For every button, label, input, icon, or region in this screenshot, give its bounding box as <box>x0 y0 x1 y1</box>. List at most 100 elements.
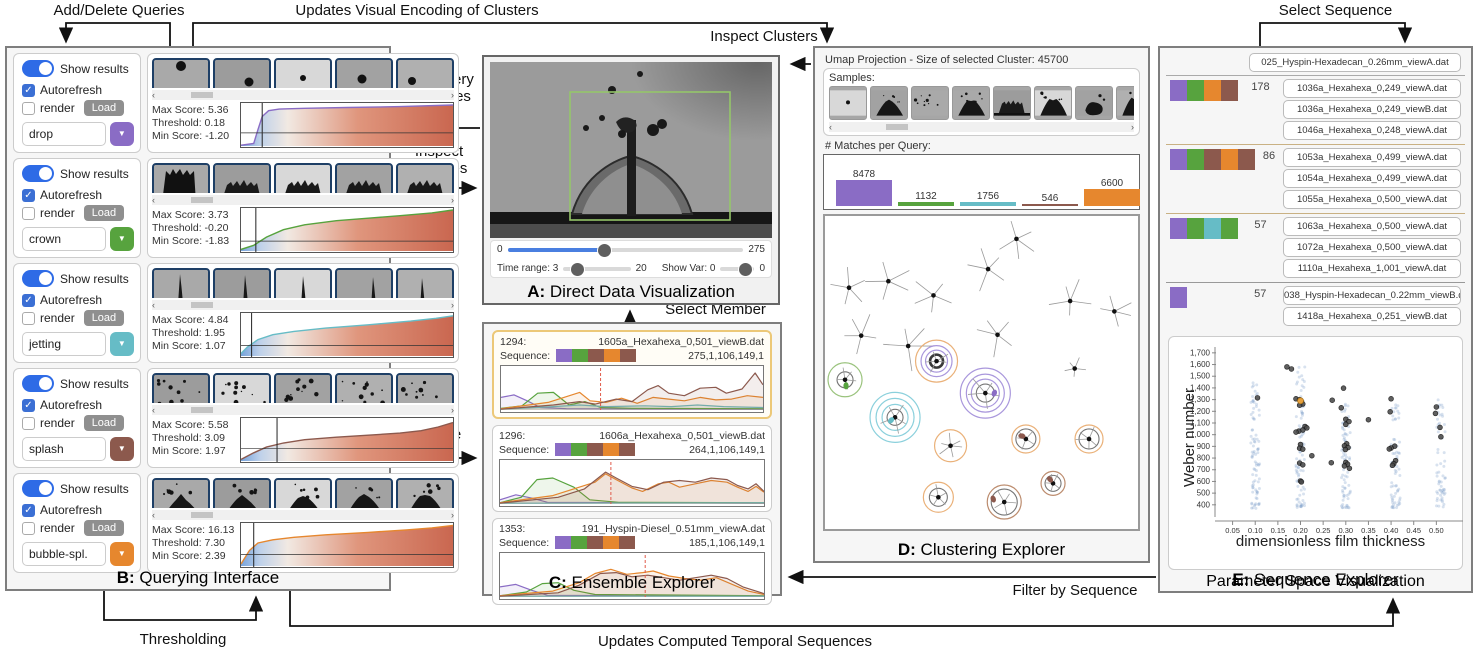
query-thumbnail[interactable] <box>152 268 210 298</box>
score-distribution-chart[interactable] <box>240 417 454 463</box>
scroll-left-icon[interactable]: ‹ <box>152 195 155 205</box>
autorefresh-checkbox[interactable]: ✓ <box>22 83 35 97</box>
parameter-space-scatter[interactable]: 4005006007008009001,0001,1001,2001,3001,… <box>1171 341 1465 539</box>
cluster-sample-thumbnail[interactable] <box>1075 86 1113 120</box>
query-name-input[interactable]: drop <box>22 122 106 146</box>
query-thumbnail[interactable] <box>396 478 454 508</box>
autorefresh-checkbox[interactable]: ✓ <box>22 293 35 307</box>
query-color-button[interactable]: ▼ <box>109 227 134 251</box>
cluster-glyph[interactable] <box>999 220 1035 259</box>
query-color-button[interactable]: ▼ <box>109 122 134 146</box>
render-checkbox[interactable] <box>22 311 35 325</box>
sequence-file-button[interactable]: 1418a_Hexahexa_0,251_viewB.dat <box>1283 307 1461 326</box>
query-thumbnail[interactable] <box>152 373 210 403</box>
cluster-sample-thumbnail[interactable] <box>1034 86 1072 120</box>
scrollbar-track[interactable] <box>155 406 451 414</box>
query-name-input[interactable]: crown <box>22 227 106 251</box>
scrollbar-thumb[interactable] <box>190 407 213 413</box>
scrollbar-thumb[interactable] <box>190 197 213 203</box>
cluster-glyph[interactable] <box>976 320 1012 358</box>
query-color-button[interactable]: ▼ <box>109 437 134 461</box>
scroll-left-icon[interactable]: ‹ <box>829 122 832 132</box>
cluster-glyph[interactable] <box>959 367 1011 419</box>
cluster-glyph[interactable] <box>869 391 921 443</box>
query-thumbnail[interactable] <box>335 373 393 403</box>
query-thumbnail[interactable] <box>213 373 271 403</box>
cluster-glyph[interactable] <box>844 314 877 355</box>
load-button[interactable]: Load <box>83 310 125 326</box>
thumbnail-scrollbar[interactable]: ‹› <box>152 300 454 310</box>
cluster-glyph[interactable] <box>1064 357 1086 377</box>
show-results-toggle[interactable] <box>22 270 54 287</box>
time-range-slider[interactable] <box>563 261 631 277</box>
cluster-glyph[interactable] <box>865 261 910 300</box>
render-checkbox[interactable] <box>22 416 35 430</box>
scrollbar-thumb[interactable] <box>190 512 213 518</box>
load-button[interactable]: Load <box>83 520 125 536</box>
query-thumbnail[interactable] <box>335 163 393 193</box>
scrollbar-track[interactable] <box>155 196 451 204</box>
scroll-right-icon[interactable]: › <box>1131 122 1134 132</box>
scroll-left-icon[interactable]: ‹ <box>152 405 155 415</box>
render-checkbox[interactable] <box>22 206 35 220</box>
query-thumbnail[interactable] <box>213 58 271 88</box>
sequence-file-button[interactable]: 1054a_Hexahexa_0,499_viewA.dat <box>1283 169 1461 188</box>
autorefresh-checkbox[interactable]: ✓ <box>22 398 35 412</box>
sequence-file-button[interactable]: 1110a_Hexahexa_1,001_viewA.dat <box>1283 259 1461 278</box>
scrollbar-track[interactable] <box>155 511 451 519</box>
show-results-toggle[interactable] <box>22 165 54 182</box>
cluster-glyph[interactable] <box>933 429 968 463</box>
cluster-glyph[interactable] <box>1100 295 1132 327</box>
query-thumbnail[interactable] <box>274 163 332 193</box>
query-thumbnail[interactable] <box>274 58 332 88</box>
member-timeline-chart[interactable] <box>500 365 764 413</box>
cluster-glyph[interactable] <box>914 339 959 383</box>
sequence-file-button[interactable]: 1055a_Hexahexa_0,500_viewA.dat <box>1283 190 1461 209</box>
samples-scrollbar[interactable]: ‹› <box>829 122 1134 132</box>
scroll-left-icon[interactable]: ‹ <box>152 300 155 310</box>
sequence-file-button[interactable]: 1046a_Hexahexa_0,248_viewA.dat <box>1283 121 1461 140</box>
data-view-image[interactable] <box>490 62 772 238</box>
show-results-toggle[interactable] <box>22 60 54 77</box>
cluster-glyph[interactable] <box>1074 424 1104 454</box>
query-thumbnail[interactable] <box>152 163 210 193</box>
query-thumbnail[interactable] <box>396 58 454 88</box>
scrollbar-thumb[interactable] <box>190 302 213 308</box>
cluster-glyph[interactable] <box>914 281 952 313</box>
scroll-right-icon[interactable]: › <box>451 195 454 205</box>
cluster-sample-thumbnail[interactable] <box>911 86 949 120</box>
sequence-file-button[interactable]: 1036a_Hexahexa_0,249_viewB.dat <box>1283 100 1461 119</box>
render-checkbox[interactable] <box>22 521 35 535</box>
scrollbar-track[interactable] <box>155 301 451 309</box>
member-timeline-chart[interactable] <box>499 552 765 600</box>
load-button[interactable]: Load <box>83 415 125 431</box>
autorefresh-checkbox[interactable]: ✓ <box>22 188 35 202</box>
cluster-glyph[interactable] <box>827 362 863 398</box>
thumbnail-scrollbar[interactable]: ‹› <box>152 195 454 205</box>
cluster-glyph[interactable] <box>1040 470 1066 496</box>
cluster-sample-thumbnail[interactable] <box>1116 86 1134 120</box>
query-thumbnail[interactable] <box>396 163 454 193</box>
query-thumbnail[interactable] <box>396 268 454 298</box>
member-timeline-chart[interactable] <box>499 459 765 507</box>
sequence-file-button[interactable]: 1036a_Hexahexa_0,249_viewA.dat <box>1283 79 1461 98</box>
query-thumbnail[interactable] <box>335 268 393 298</box>
cluster-sample-thumbnail[interactable] <box>829 86 867 120</box>
load-button[interactable]: Load <box>83 100 125 116</box>
score-distribution-chart[interactable] <box>240 522 454 568</box>
scrollbar-thumb[interactable] <box>190 92 213 98</box>
query-thumbnail[interactable] <box>152 478 210 508</box>
cluster-glyph[interactable] <box>922 481 954 513</box>
score-distribution-chart[interactable] <box>240 102 454 148</box>
umap-plot[interactable] <box>823 214 1140 531</box>
query-thumbnail[interactable] <box>274 478 332 508</box>
cluster-glyph[interactable] <box>967 248 1005 292</box>
show-var-slider[interactable] <box>720 261 755 277</box>
load-button[interactable]: Load <box>83 205 125 221</box>
